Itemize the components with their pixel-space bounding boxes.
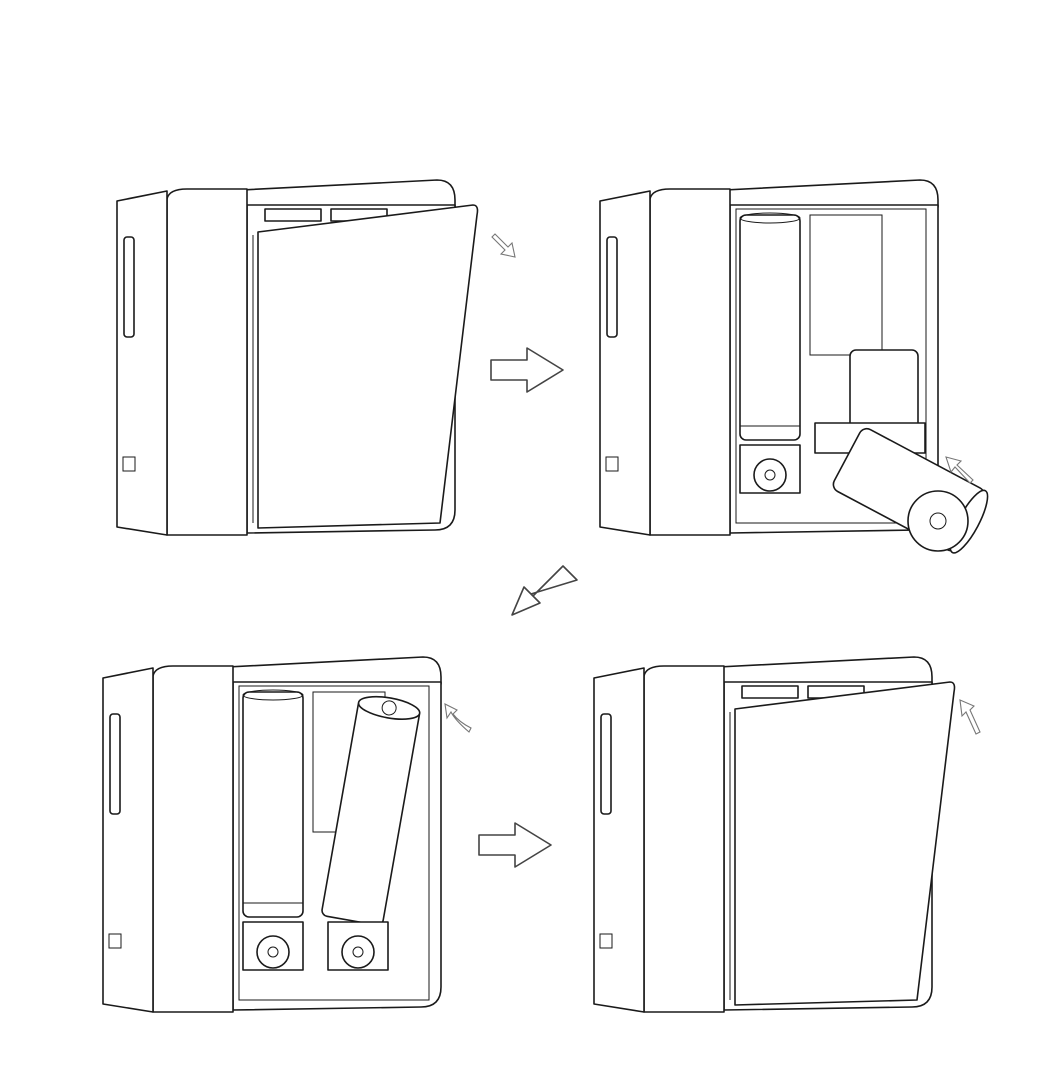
front-column — [152, 665, 234, 1013]
front-column — [166, 188, 248, 536]
filter-cartridge-inserted — [321, 695, 421, 926]
top-cap — [207, 656, 442, 685]
filter-port — [381, 700, 397, 716]
unit-step-2 — [599, 179, 989, 554]
top-cap — [698, 656, 933, 685]
valve-hub — [352, 946, 364, 958]
indicator-slot — [123, 236, 135, 338]
valve-hub — [267, 946, 279, 958]
arrow-up-left-icon — [959, 699, 981, 735]
filter-end-face — [907, 490, 969, 552]
valve-left — [739, 444, 801, 494]
filter-cartridge-left — [739, 212, 801, 441]
filter-cap — [242, 689, 304, 701]
valve-right — [327, 921, 389, 971]
valve-hub — [764, 469, 776, 481]
filter-cap — [357, 695, 421, 720]
valve-wheel — [753, 458, 787, 492]
valve-wheel — [256, 935, 290, 969]
filter-body — [739, 214, 801, 441]
arrow-right-icon — [490, 347, 564, 393]
valve-left — [242, 921, 304, 971]
unit-step-3 — [102, 656, 472, 1013]
arrow-up-left-icon — [945, 456, 974, 484]
arrow-down-left-icon — [511, 565, 578, 616]
logo-mark — [122, 456, 136, 472]
indicator-slot — [600, 713, 612, 815]
valve-wheel — [341, 935, 375, 969]
front-cover — [257, 204, 479, 529]
indicator-slot — [109, 713, 121, 815]
filter-top-left — [264, 208, 322, 222]
top-cap — [704, 179, 939, 208]
filter-end-port — [929, 512, 947, 530]
logo-mark — [605, 456, 619, 472]
bay-divider — [809, 214, 883, 356]
filter-bay — [735, 208, 927, 524]
arrow-down-right-icon — [491, 233, 516, 258]
front-cover — [734, 681, 956, 1006]
flow-arrow-3 — [478, 822, 552, 868]
arrow-curved-up-left-icon — [444, 703, 472, 733]
front-column — [649, 188, 731, 536]
flow-arrow-1 — [490, 347, 564, 393]
top-cap — [221, 179, 456, 208]
filter-bay — [238, 685, 430, 1001]
unit-step-1 — [116, 179, 516, 536]
indicator-slot — [606, 236, 618, 338]
filter-body — [242, 691, 304, 918]
arrow-right-icon — [478, 822, 552, 868]
front-column — [643, 665, 725, 1013]
logo-mark — [599, 933, 613, 949]
flow-arrow-2 — [511, 565, 578, 616]
logo-mark — [108, 933, 122, 949]
unit-step-4 — [593, 656, 981, 1013]
filter-top-left — [741, 685, 799, 699]
filter-cap — [739, 212, 801, 224]
housing-block — [849, 349, 919, 431]
filter-cartridge-left — [242, 689, 304, 918]
